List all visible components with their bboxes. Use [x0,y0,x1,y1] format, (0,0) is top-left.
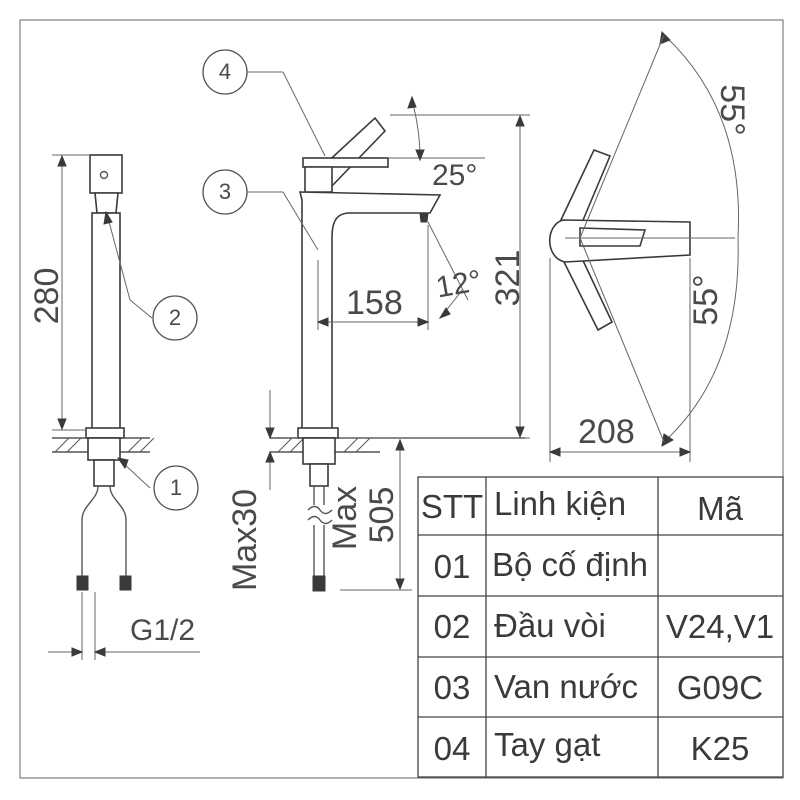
arc-55-top [663,34,740,239]
table-header-stt: STT [421,488,483,525]
balloon-2 [152,295,198,341]
table-row-3-code: G09C [677,669,763,706]
side-view-head [89,154,123,194]
dim-55deg-top-label: 55° [713,84,751,135]
balloon-2-label: 2 [169,305,181,330]
table-row-2-code: V24,V1 [666,608,774,645]
parts-table: STT Linh kiện Mã 01 Bộ cố định 02 Đầu vò… [417,476,784,778]
hose-right [109,485,127,578]
front-base [297,427,339,439]
table-row-3-stt: 03 [434,669,471,706]
table-row-3-component: Van nước [494,668,638,705]
dim-55deg-bottom-label: 55° [687,274,725,325]
front-hose-nut [312,575,326,592]
hose-nut-left [76,575,89,591]
table-row-4-stt: 04 [434,730,471,767]
top-view: 55° 55° 208 [548,30,751,462]
arc-55-bottom [663,237,739,443]
dim-280-label: 280 [28,268,66,325]
fixing-nut [87,437,121,461]
hose-break-symbol [307,505,333,525]
front-fixing-shank [309,463,329,487]
dim-g12-label: G1/2 [130,614,195,647]
table-row-1-stt: 01 [434,548,471,585]
side-view-base [85,427,125,439]
balloon-4 [202,49,248,95]
table-row-2-component: Đầu vòi [494,607,606,644]
lever-closed [302,157,389,168]
side-view: 280 G1/2 [28,154,200,660]
valve-cap [304,166,333,193]
dim-max-label: Max [326,486,364,550]
hose-nut-right [119,575,132,591]
table-header-component: Linh kiện [494,485,626,522]
dim-max30-label: Max30 [226,489,264,591]
dim-25deg-label: 25° [432,159,477,192]
front-view: 321 158 25° 12° Max30 Max 505 [226,95,530,592]
balloon-3 [202,169,248,215]
balloon-4-label: 4 [219,59,231,84]
front-fixing-nut [302,437,336,465]
drawing-frame [19,19,784,779]
table-row-4-code: K25 [691,730,750,767]
fixing-shank [93,459,115,487]
dim-505-label: 505 [363,487,401,544]
lever-top-slot [579,227,647,247]
hose-left [81,485,99,578]
table-row-2-stt: 02 [434,608,471,645]
dim-12deg-label: 12° [433,264,483,304]
dim-208-label: 208 [578,413,635,451]
balloon-3-label: 3 [219,179,231,204]
side-view-hole [99,170,109,180]
spout-aerator [419,212,429,223]
balloon-1-label: 1 [170,475,182,500]
table-header-code: Mã [697,490,743,527]
dim-158-label: 158 [346,284,403,322]
balloons: 1 2 3 4 [103,49,326,511]
table-row-1-component: Bộ cố định [492,546,648,583]
table-row-4-component: Tay gạt [494,726,600,763]
dim-321-label: 321 [489,250,527,307]
balloon-1 [153,465,199,511]
aerator [94,192,119,214]
